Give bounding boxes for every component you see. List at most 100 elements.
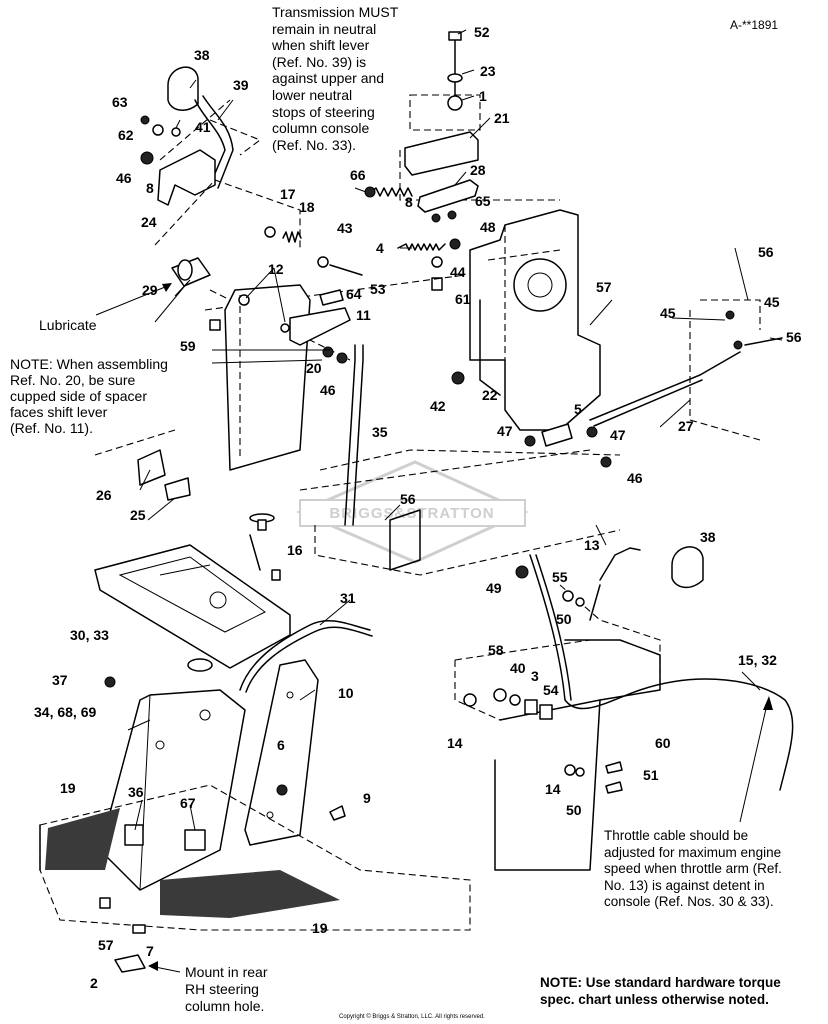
callout-label: 31 bbox=[340, 590, 356, 606]
leader-lines bbox=[127, 29, 783, 831]
callout-label: 3 bbox=[531, 668, 539, 684]
callout-label: 34, 68, 69 bbox=[34, 704, 96, 720]
throttle-note: Throttle cable should be adjusted for ma… bbox=[604, 828, 782, 910]
footrest-mats-19 bbox=[39, 784, 471, 931]
callout-label: 26 bbox=[96, 487, 112, 503]
callout-label: 5 bbox=[574, 401, 582, 417]
callout-label: 57 bbox=[596, 279, 612, 295]
callout-labels: 52 23 1 21 28 66 8 65 48 4 44 61 38 39 6… bbox=[34, 24, 802, 991]
callout-label: 8 bbox=[146, 180, 154, 196]
mount-plate-12 bbox=[224, 284, 311, 471]
callout-label: 24 bbox=[141, 214, 157, 230]
console-30-33 bbox=[94, 513, 291, 669]
upper-bracket-21 bbox=[399, 31, 560, 201]
link-28 bbox=[417, 179, 479, 223]
brackets-26-25 bbox=[94, 429, 191, 501]
callout-label: 63 bbox=[112, 94, 128, 110]
callout-label: 45 bbox=[660, 305, 676, 321]
transaxle-plate bbox=[469, 209, 601, 431]
callout-label: 67 bbox=[180, 795, 196, 811]
callout-label: 46 bbox=[627, 470, 643, 486]
callout-label: 37 bbox=[52, 672, 68, 688]
rod-27 bbox=[589, 299, 783, 441]
callout-label: 28 bbox=[470, 162, 486, 178]
drawing-id: A-**1891 bbox=[730, 18, 779, 32]
callout-label: 12 bbox=[268, 261, 284, 277]
callout-label: 23 bbox=[480, 63, 496, 79]
callout-label: 66 bbox=[350, 167, 366, 183]
callout-label: 38 bbox=[194, 47, 210, 63]
callout-label: 11 bbox=[356, 307, 371, 323]
bracket-24 bbox=[157, 99, 262, 206]
throttle-arm-13 bbox=[589, 546, 704, 621]
spring-4 bbox=[397, 238, 461, 251]
shift-lever-11 bbox=[289, 289, 351, 364]
fastener-59 bbox=[209, 319, 221, 331]
callout-label: 16 bbox=[287, 542, 303, 558]
lubricate-note: Lubricate bbox=[39, 317, 97, 333]
callout-label: 13 bbox=[584, 537, 600, 553]
neutral-note: Transmission MUST remain in neutral when… bbox=[272, 4, 399, 153]
callout-label: 54 bbox=[543, 682, 559, 698]
throttle-hardware bbox=[463, 565, 623, 794]
callout-label: 56 bbox=[758, 244, 774, 260]
callout-label: 8 bbox=[405, 194, 413, 210]
callout-label: 56 bbox=[400, 491, 416, 507]
rod-35 bbox=[344, 344, 364, 526]
shaft-29 bbox=[171, 257, 211, 287]
callout-label: 51 bbox=[643, 767, 659, 783]
callout-label: 60 bbox=[655, 735, 671, 751]
knob-38-upper bbox=[167, 66, 199, 111]
plate-10 bbox=[244, 659, 319, 846]
callout-label: 19 bbox=[312, 920, 328, 936]
callout-label: 7 bbox=[146, 943, 154, 959]
callout-label: 45 bbox=[764, 294, 780, 310]
callout-label: 39 bbox=[233, 77, 249, 93]
callout-label: 46 bbox=[320, 382, 336, 398]
callout-label: 20 bbox=[306, 360, 322, 376]
callout-label: 58 bbox=[488, 642, 504, 658]
callout-label: 29 bbox=[142, 282, 158, 298]
callout-label: 2 bbox=[90, 975, 98, 991]
throttle-cable-31 bbox=[239, 619, 373, 693]
cross-shaft-assembly bbox=[299, 449, 621, 576]
callout-label: 4 bbox=[376, 240, 384, 256]
callout-label: 27 bbox=[678, 418, 694, 434]
shift-lever-39 bbox=[194, 95, 234, 189]
callout-label: 36 bbox=[128, 784, 144, 800]
callout-label: 21 bbox=[494, 110, 510, 126]
callout-label: 19 bbox=[60, 780, 76, 796]
callout-label: 48 bbox=[480, 219, 496, 235]
spring-18-and-fittings bbox=[264, 226, 363, 276]
callout-label: 59 bbox=[180, 338, 196, 354]
callout-label: 38 bbox=[700, 529, 716, 545]
callout-label: 18 bbox=[299, 199, 315, 215]
callout-label: 40 bbox=[510, 660, 526, 676]
callout-label: 9 bbox=[363, 790, 371, 806]
link-5-hardware bbox=[451, 371, 612, 468]
callout-label: 44 bbox=[450, 264, 466, 280]
callout-label: 53 bbox=[370, 281, 386, 297]
callout-label: 43 bbox=[337, 220, 353, 236]
callout-label: 30, 33 bbox=[70, 627, 109, 643]
fasteners-44-61 bbox=[431, 256, 443, 291]
callout-label: 57 bbox=[98, 937, 114, 953]
mount-note: Mount in rear RH steering column hole. bbox=[185, 964, 268, 1014]
callout-label: 10 bbox=[338, 685, 354, 701]
callout-label: 62 bbox=[118, 127, 134, 143]
callout-label: 17 bbox=[280, 186, 296, 202]
callout-label: 35 bbox=[372, 424, 388, 440]
pivot-hardware-63-62-46 bbox=[140, 115, 181, 165]
note-arrows bbox=[95, 283, 773, 973]
callout-label: 6 bbox=[277, 737, 285, 753]
callout-label: 55 bbox=[552, 569, 568, 585]
callout-label: 64 bbox=[346, 286, 362, 302]
callout-label: 52 bbox=[474, 24, 490, 40]
callout-label: 14 bbox=[545, 781, 561, 797]
callout-label: 41 bbox=[195, 119, 211, 135]
callout-label: 15, 32 bbox=[738, 652, 777, 668]
callout-label: 46 bbox=[116, 170, 132, 186]
callout-label: 47 bbox=[610, 427, 626, 443]
